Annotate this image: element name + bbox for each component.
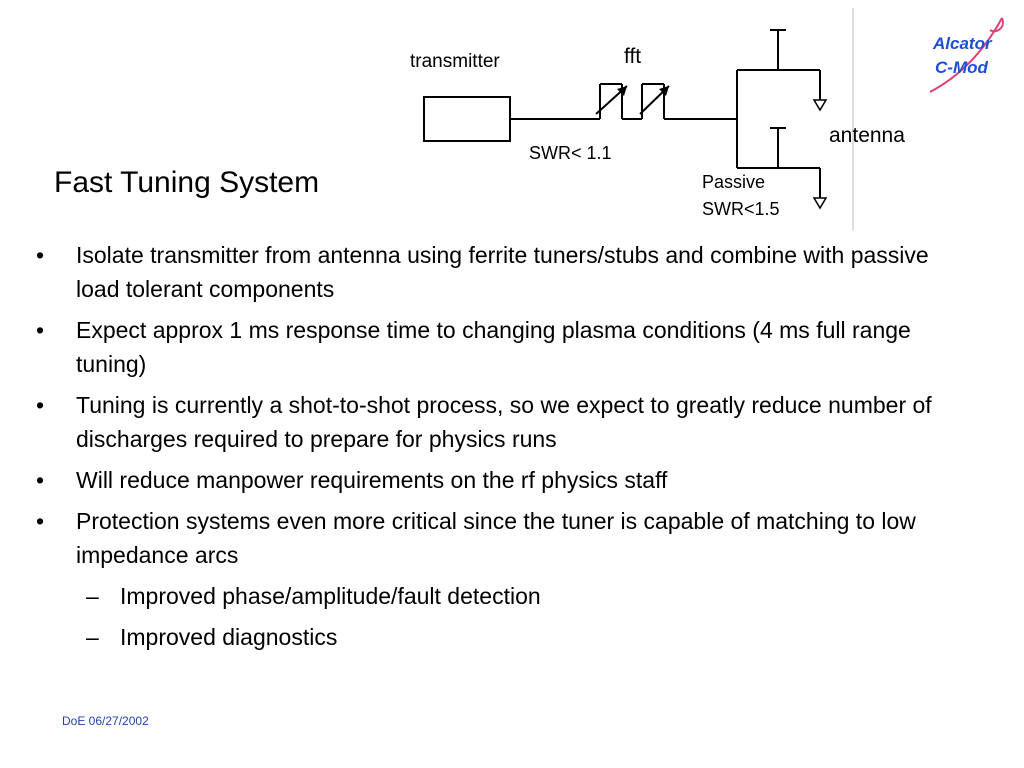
logo-text-cmod: C-Mod xyxy=(935,58,988,77)
bullet-item: Will reduce manpower requirements on the… xyxy=(36,463,936,497)
slide-footer: DoE 06/27/2002 xyxy=(62,714,149,728)
slide-title: Fast Tuning System xyxy=(54,166,320,199)
bullet-item: Tuning is currently a shot-to-shot proce… xyxy=(36,388,936,456)
logo-text-alcator: Alcator xyxy=(932,34,993,53)
label-passive: Passive xyxy=(702,172,765,192)
antenna-termination-upper xyxy=(812,99,828,112)
sub-bullet-item: Improved phase/amplitude/fault detection xyxy=(36,579,936,613)
label-fft: fft xyxy=(624,45,641,68)
alcator-cmod-logo: Alcator C-Mod xyxy=(929,17,1004,93)
label-transmitter: transmitter xyxy=(410,51,500,72)
antenna-termination-lower xyxy=(812,197,828,210)
tuning-schematic: transmitter fft antenna SWR< 1.1 Passive… xyxy=(410,8,1004,230)
bullet-item: Protection systems even more critical si… xyxy=(36,504,936,572)
tuner-arrowhead-2 xyxy=(659,86,669,96)
label-swr-fft: SWR< 1.1 xyxy=(529,143,612,163)
label-swr-passive: SWR<1.5 xyxy=(702,199,780,219)
label-antenna: antenna xyxy=(829,124,905,147)
sub-bullet-item: Improved diagnostics xyxy=(36,620,936,654)
transmitter-box xyxy=(423,96,511,142)
bullet-list: Isolate transmitter from antenna using f… xyxy=(36,238,936,661)
bullet-item: Expect approx 1 ms response time to chan… xyxy=(36,313,936,381)
tuner-arrowhead-1 xyxy=(617,86,627,96)
logo-swoosh xyxy=(929,17,1003,93)
bullet-item: Isolate transmitter from antenna using f… xyxy=(36,238,936,306)
